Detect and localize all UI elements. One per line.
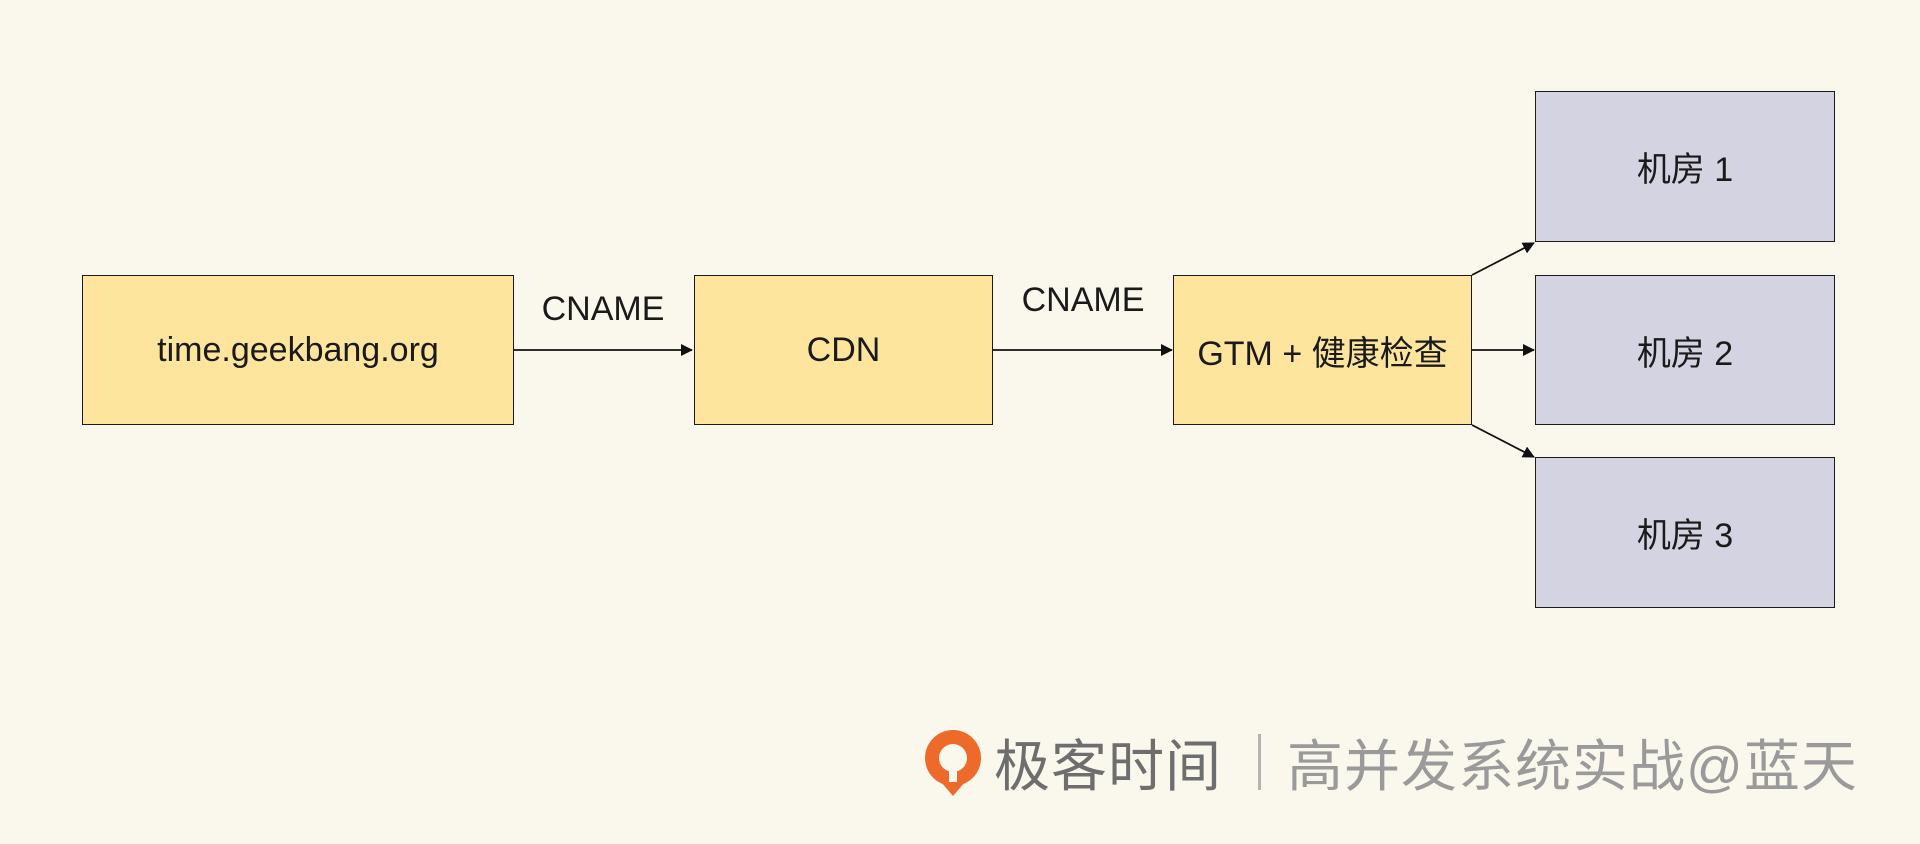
room-3-node: 机房 3	[1535, 457, 1835, 608]
cdn-node: CDN	[694, 275, 993, 425]
domain-node: time.geekbang.org	[82, 275, 514, 425]
gtm-node: GTM + 健康检查	[1173, 275, 1472, 425]
room-2-label: 机房 2	[1636, 334, 1734, 373]
edge-label-cname-2: CNAME	[1021, 281, 1145, 319]
watermark-separator	[1258, 734, 1261, 790]
room-1-node: 机房 1	[1535, 91, 1835, 242]
room-2-node: 机房 2	[1535, 275, 1835, 425]
domain-node-label: time.geekbang.org	[157, 330, 439, 369]
arrow-gtm-to-room3	[1471, 424, 1535, 458]
geekbang-logo-icon	[925, 730, 981, 796]
gtm-node-label: GTM + 健康检查	[1197, 334, 1448, 373]
edge-label-cname-1: CNAME	[541, 290, 665, 328]
watermark-brand: 极客时间	[994, 734, 1222, 798]
arrow-gtm-to-room1	[1471, 242, 1535, 276]
watermark-course: 高并发系统实战@蓝天	[1287, 734, 1858, 798]
room-1-label: 机房 1	[1636, 151, 1734, 189]
watermark: 极客时间 高并发系统实战@蓝天	[918, 722, 1858, 802]
room-3-label: 机房 3	[1636, 517, 1734, 555]
cdn-node-label: CDN	[806, 330, 881, 369]
